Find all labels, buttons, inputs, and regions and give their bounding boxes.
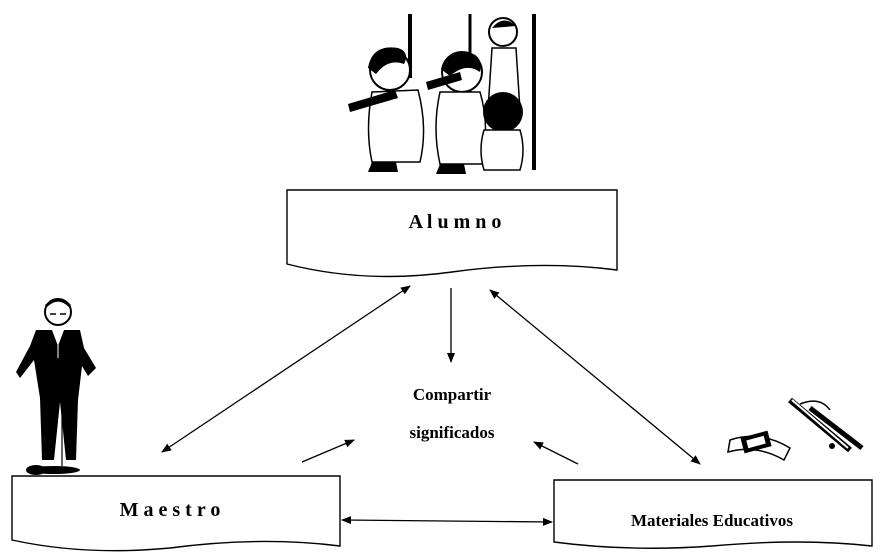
alumno-label: A l u m n o (409, 211, 502, 233)
child-left-figure (348, 47, 425, 172)
arrow-maestro-materiales (341, 516, 553, 526)
maestro-node: M a e s t r o (11, 475, 341, 552)
child-back-figure (480, 92, 524, 171)
students-illustration (348, 14, 536, 174)
child-middle-figure (426, 51, 487, 174)
arrows (161, 285, 701, 526)
center-concept: Compartir significados (409, 385, 494, 442)
arrow-alumno-materiales (489, 289, 701, 465)
materiales-label: Materiales Educativos (631, 511, 793, 530)
materiales-node: Materiales Educativos (553, 479, 873, 549)
teacher-illustration (16, 298, 96, 475)
alumno-node: A l u m n o (286, 189, 618, 278)
arrow-alumno-maestro (161, 285, 411, 453)
center-line-2: significados (409, 423, 494, 442)
center-line-1: Compartir (413, 385, 492, 404)
arrow-maestro-center (301, 439, 355, 463)
maestro-label: M a e s t r o (120, 499, 221, 521)
arrow-materiales-center (533, 441, 579, 465)
materials-illustration (727, 397, 864, 462)
